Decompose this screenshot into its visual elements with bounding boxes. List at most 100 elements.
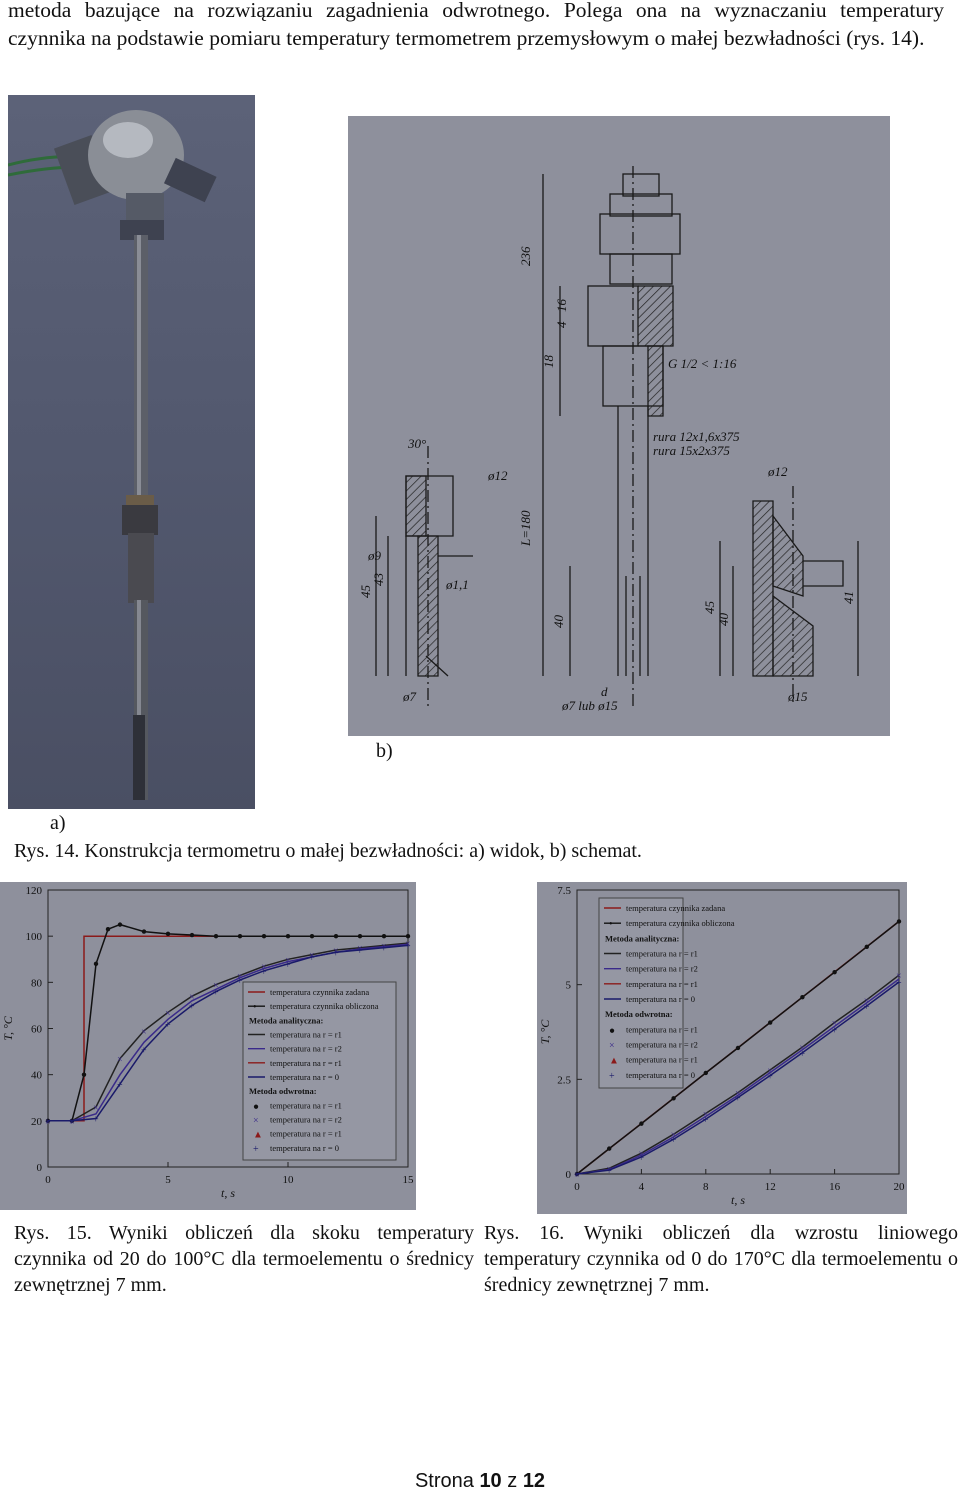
- y-tick-label: 60: [31, 1024, 43, 1036]
- legend-marker: ●: [253, 1101, 259, 1112]
- dim-40b: 40: [716, 613, 731, 627]
- x-tick-label: 12: [765, 1181, 776, 1193]
- legend-entry: Metoda analityczna:: [249, 1015, 324, 1025]
- data-point: [800, 994, 805, 1000]
- legend-marker: ×: [609, 1041, 615, 1052]
- data-point: [639, 1121, 644, 1126]
- data-point: [165, 931, 171, 937]
- diameter-7-or-15: ø7 lub ø15: [561, 698, 618, 713]
- legend-entry: temperatura na r = r1: [626, 1055, 698, 1065]
- x-tick-label: 16: [829, 1181, 841, 1193]
- data-point: [357, 933, 363, 939]
- data-point: +: [799, 1049, 805, 1060]
- y-tick-label: 0: [37, 1162, 43, 1174]
- data-point: ×: [735, 1089, 741, 1100]
- x-axis-label: t, s: [731, 1193, 745, 1207]
- data-point: +: [309, 953, 315, 964]
- legend-entry: temperatura na r = r2: [626, 964, 698, 974]
- footer-page-total: 12: [522, 1470, 546, 1492]
- data-point: [896, 919, 902, 924]
- data-point: ×: [896, 971, 902, 982]
- dim-40a: 40: [551, 615, 566, 629]
- data-point: [607, 1146, 612, 1151]
- legend-entry: temperatura na r = 0: [626, 1070, 695, 1080]
- data-point: +: [333, 948, 339, 959]
- data-point: +: [832, 1025, 838, 1036]
- data-point: +: [237, 976, 243, 987]
- data-point: ×: [261, 962, 267, 973]
- data-point: +: [141, 1045, 147, 1056]
- data-point: ×: [285, 955, 291, 966]
- figure-16-caption: Rys. 16. Wyniki obliczeń dla wzrostu lin…: [484, 1222, 958, 1296]
- legend-entry: temperatura na r = r1: [270, 1058, 342, 1068]
- data-point: +: [69, 1117, 75, 1128]
- series-line: [48, 944, 409, 1122]
- diameter-7: ø7: [402, 689, 417, 704]
- x-tick-label: 0: [45, 1174, 51, 1186]
- data-point: +: [767, 1072, 773, 1083]
- data-point: +: [671, 1135, 677, 1146]
- data-point: [81, 1072, 87, 1077]
- legend-marker: ▲: [609, 1056, 619, 1067]
- data-point: +: [864, 1002, 870, 1013]
- data-point: ×: [237, 971, 243, 982]
- series-line: [48, 923, 408, 1122]
- legend-entry: temperatura na r = r1: [270, 1030, 342, 1040]
- data-point: +: [735, 1094, 741, 1105]
- y-tick-label: 20: [31, 1116, 43, 1128]
- page-footer: Strona 10 z 12: [0, 1470, 960, 1493]
- legend-marker: ●: [609, 1025, 615, 1036]
- data-point: [671, 1096, 676, 1101]
- y-tick-label: 2.5: [557, 1074, 571, 1086]
- legend-marker: +: [609, 1071, 615, 1082]
- data-point: [237, 933, 243, 939]
- legend-marker: •: [609, 919, 613, 930]
- thermometer-schematic-drawing: 236 L=180 4 16 18 40 45 43 45 40 41 30° …: [358, 166, 859, 713]
- x-tick-label: 5: [165, 1174, 171, 1186]
- thermometer-schematic: 236 L=180 4 16 18 40 45 43 45 40 41 30° …: [348, 116, 890, 736]
- dim-16: 16: [554, 299, 569, 313]
- footer-of: z: [507, 1470, 518, 1492]
- legend-entry: temperatura na r = r1: [270, 1100, 342, 1110]
- legend-entry: temperatura na r = r1: [626, 1024, 698, 1034]
- data-point: [768, 1020, 773, 1025]
- legend-entry: Metoda odwrotna:: [605, 1009, 673, 1019]
- data-point: ×: [703, 1109, 709, 1120]
- data-point: [864, 944, 869, 949]
- intro-paragraph: metoda bazujące na rozwiązaniu zagadnien…: [8, 0, 944, 50]
- data-point: [405, 933, 411, 939]
- data-point: ×: [309, 951, 315, 962]
- data-point: +: [261, 967, 267, 978]
- data-point: +: [896, 978, 902, 989]
- data-point: [333, 933, 339, 939]
- series-line: [576, 974, 900, 1175]
- series-line: [48, 942, 409, 1122]
- thermometer-photo-illustration: [7, 110, 217, 800]
- data-point: +: [285, 960, 291, 971]
- legend-entry: temperatura na r = r2: [270, 1115, 342, 1125]
- data-point: +: [405, 941, 411, 952]
- diameter-9: ø9: [367, 548, 382, 563]
- x-tick-label: 0: [574, 1181, 580, 1193]
- dim-45b: 45: [702, 601, 717, 615]
- data-point: [703, 1070, 708, 1076]
- data-point: [832, 969, 837, 975]
- legend-entry: temperatura na r = 0: [626, 994, 695, 1004]
- x-tick-label: 15: [403, 1174, 415, 1186]
- legend-box: [242, 981, 397, 1161]
- x-tick-label: 4: [639, 1181, 645, 1193]
- dim-4: 4: [554, 321, 569, 328]
- diameter-15: ø15: [787, 689, 808, 704]
- data-point: ×: [45, 1117, 51, 1128]
- dim-45a: 45: [358, 585, 373, 599]
- data-point: +: [117, 1080, 123, 1091]
- data-point: ×: [799, 1043, 805, 1054]
- legend-entry: temperatura czynnika obliczona: [270, 1001, 379, 1011]
- x-tick-label: 20: [894, 1181, 906, 1193]
- legend-entry: Metoda odwrotna:: [249, 1086, 317, 1096]
- y-tick-label: 40: [31, 1070, 43, 1082]
- data-point: ×: [767, 1066, 773, 1077]
- figure-15-caption: Rys. 15. Wyniki obliczeń dla skoku tempe…: [14, 1222, 474, 1296]
